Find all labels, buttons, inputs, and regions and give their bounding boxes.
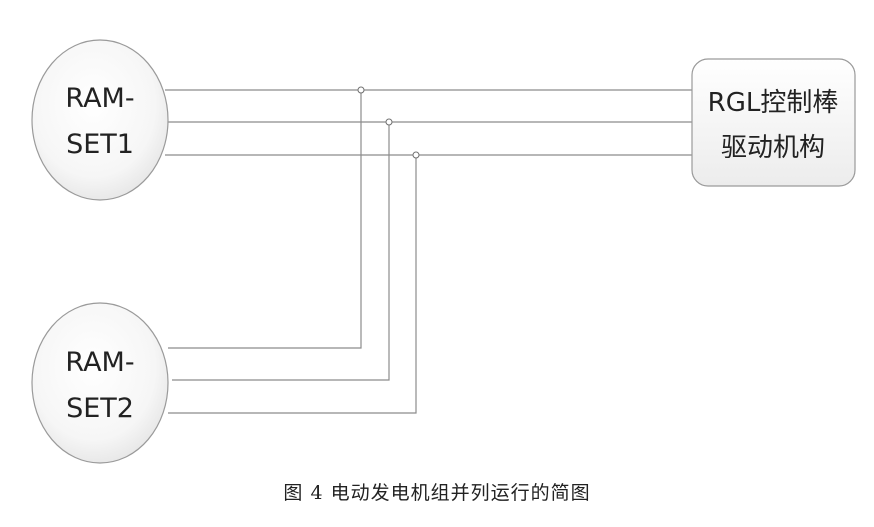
tie-line-1	[168, 90, 362, 349]
rgl-drive-box	[691, 58, 856, 187]
ram-set2-label-line1: RAM-	[65, 347, 134, 378]
tie-line-2	[172, 122, 390, 381]
junction-dot-1	[357, 86, 365, 94]
ram-set2-label-line2: SET2	[66, 393, 134, 424]
ram-set2-ellipse	[31, 302, 169, 464]
ram-set1-label-line2: SET1	[66, 129, 134, 160]
ram-set1-node: RAM- SET1	[31, 39, 169, 201]
tie-line-3	[168, 155, 417, 414]
rgl-drive-label-line1: RGL控制棒	[708, 88, 839, 118]
ram-set1-label-line1: RAM-	[65, 83, 134, 114]
figure-caption: 图 4 电动发电机组并列运行的简图	[283, 482, 591, 504]
ram-set2-node: RAM- SET2	[31, 302, 169, 464]
junction-dot-3	[412, 151, 420, 159]
ram-set1-ellipse	[31, 39, 169, 201]
rgl-drive-node: RGL控制棒 驱动机构	[691, 58, 856, 187]
rgl-drive-label-line2: 驱动机构	[721, 133, 825, 163]
junction-dot-2	[385, 118, 393, 126]
